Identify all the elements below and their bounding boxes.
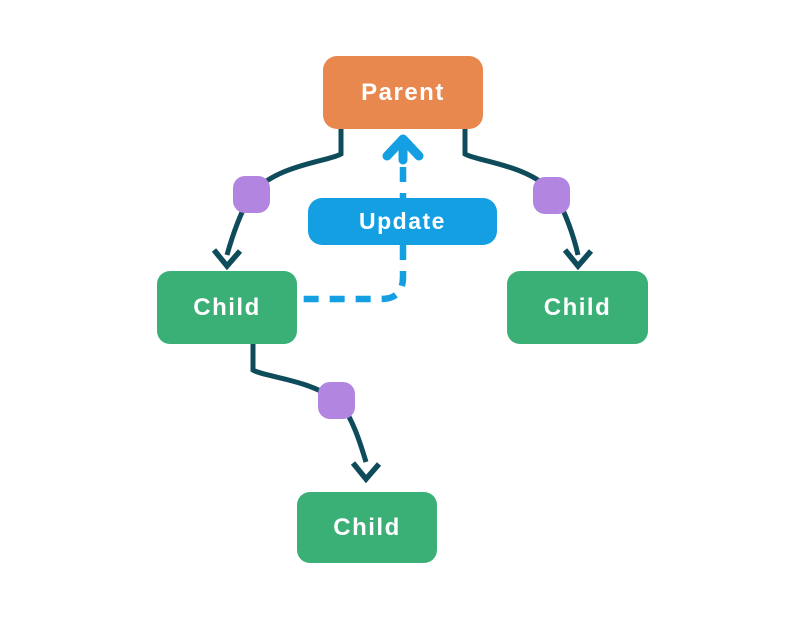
node-child-right-label: Child (543, 293, 612, 321)
node-parent-label: Parent (361, 78, 445, 106)
connection-marker-left (233, 176, 270, 213)
node-child-bottom: Child (297, 492, 437, 563)
node-child-right: Child (507, 271, 648, 344)
connection-marker-bottom (318, 382, 355, 419)
bottom-child-arrowhead-icon (350, 461, 382, 484)
node-child-left: Child (157, 271, 297, 344)
node-child-bottom-label: Child (333, 513, 401, 541)
node-child-left-label: Child (193, 293, 261, 321)
update-flow-arrowhead-icon (382, 134, 424, 161)
node-update-label: Update (359, 208, 446, 234)
left-child-arrowhead-icon (211, 248, 243, 271)
connection-marker-right (533, 177, 570, 214)
node-update: Update (308, 198, 497, 245)
right-child-arrowhead-icon (562, 248, 594, 271)
update-flow-dashed-line (297, 167, 407, 303)
node-parent: Parent (323, 56, 483, 129)
